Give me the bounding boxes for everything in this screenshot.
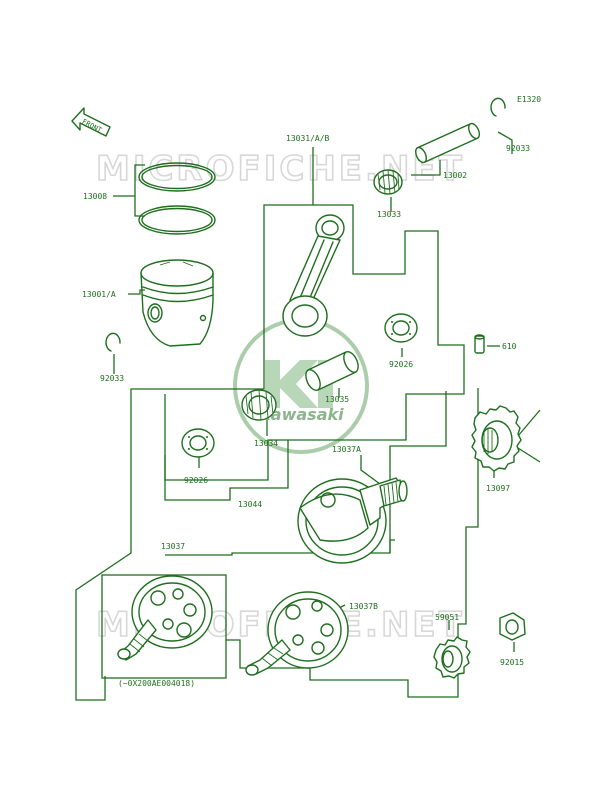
connecting-rod-13031 <box>282 214 345 337</box>
callout-59051: 59051 <box>435 613 459 622</box>
callout-13034: 13034 <box>254 439 278 448</box>
callout-13037b: 13037B <box>349 602 378 611</box>
callout-labels: 13031/A/B 92033 13008 13002 13033 13001/… <box>82 134 530 688</box>
needle-bearing-13034 <box>241 389 277 421</box>
piston-pin-13002 <box>415 122 480 164</box>
front-direction-arrow: FRONT <box>71 107 111 137</box>
assembly-outline-conrod <box>75 147 314 701</box>
piston-13001 <box>140 259 214 347</box>
diagram-code: E1320 <box>517 95 541 104</box>
callout-92033-top: 92033 <box>506 144 530 153</box>
callout-92026-left: 92026 <box>184 476 208 485</box>
crank-pin-13035 <box>305 351 359 391</box>
kawasaki-logo-text: Kawasaki <box>258 405 344 424</box>
assembly-outline-conrod-right <box>164 204 465 481</box>
callout-13002: 13002 <box>443 171 467 180</box>
callout-92026-right: 92026 <box>389 360 413 369</box>
crank-assembly-outline <box>165 388 479 698</box>
front-label: FRONT <box>81 118 104 135</box>
piston-rings-13008 <box>138 162 216 235</box>
thrust-washer-92026-right <box>384 313 418 343</box>
callout-13044: 13044 <box>238 500 262 509</box>
pin-610 <box>474 334 485 354</box>
crankshaft-right-13037a <box>297 477 408 564</box>
crankshaft-a-box <box>101 574 227 679</box>
callout-92015: 92015 <box>500 658 524 667</box>
callout-13097: 13097 <box>486 484 510 493</box>
crankshaft-13037 <box>117 575 213 661</box>
callout-13037: 13037 <box>161 542 185 551</box>
nut-92015 <box>499 612 526 641</box>
gear-59051 <box>433 636 471 679</box>
callout-13033: 13033 <box>377 210 401 219</box>
callout-13008: 13008 <box>83 192 107 201</box>
callout-610: 610 <box>502 342 517 351</box>
callout-13035: 13035 <box>325 395 349 404</box>
circlip-92033-left <box>105 332 121 352</box>
callout-92033-left: 92033 <box>100 374 124 383</box>
gear-13097 <box>471 405 522 472</box>
circlip-92033-top <box>490 97 506 117</box>
thrust-washer-92026-left <box>181 428 215 458</box>
crankshaft-left-13037b <box>245 591 349 676</box>
callout-13001: 13001/A <box>82 290 116 299</box>
callout-13031: 13031/A/B <box>286 134 330 143</box>
callout-13037a: 13037A <box>332 445 361 454</box>
needle-bearing-13033 <box>373 169 403 195</box>
conrod-kit-box <box>164 394 289 501</box>
kawasaki-logo: Kawasaki <box>233 318 369 454</box>
crank-assembly-top <box>389 391 447 553</box>
serial-number-note: (~0X200AE004018) <box>118 679 195 688</box>
